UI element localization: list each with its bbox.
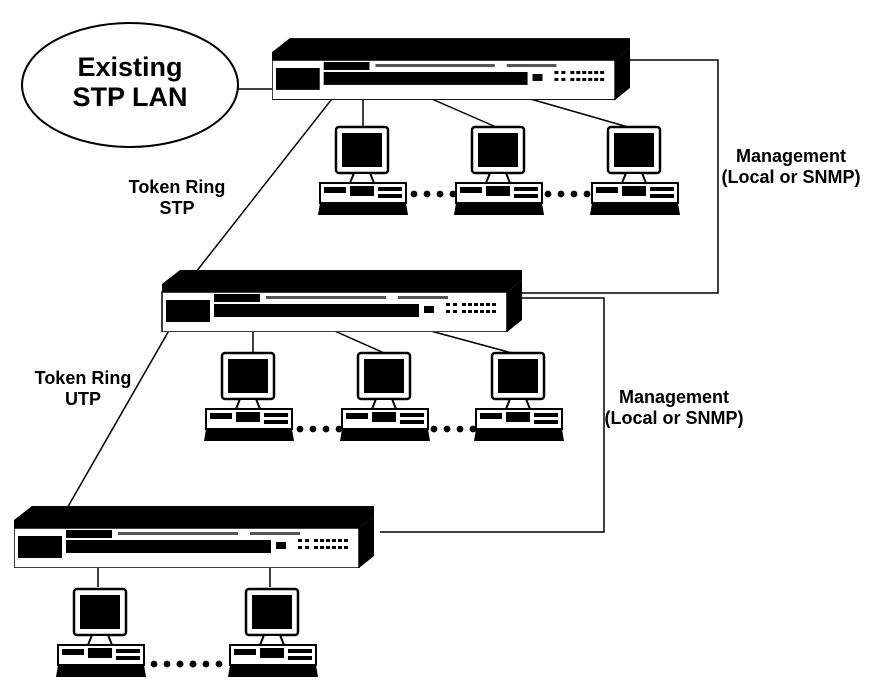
existing-stp-lan-label: Existing STP LAN bbox=[62, 52, 198, 112]
workstation-bot-2 bbox=[228, 587, 318, 679]
ellipsis-mid-2 bbox=[430, 425, 477, 433]
management-top-line1: Management bbox=[735, 146, 847, 166]
management-top-label: Management (Local or SNMP) bbox=[700, 146, 882, 188]
ellipsis-mid-1 bbox=[296, 425, 343, 433]
drop-top-3 bbox=[519, 95, 629, 128]
workstation-mid-3 bbox=[474, 351, 564, 443]
token-ring-stp-line2: STP bbox=[159, 198, 195, 219]
token-ring-utp-trunk bbox=[49, 319, 176, 539]
cloud-line1: Existing bbox=[77, 52, 183, 82]
cloud-line2: STP LAN bbox=[72, 82, 188, 113]
drop-top-2 bbox=[424, 95, 497, 128]
management-top-line2: (Local or SNMP) bbox=[721, 167, 861, 188]
hub-top bbox=[272, 38, 630, 100]
hub-bottom bbox=[14, 506, 374, 568]
workstation-mid-1 bbox=[204, 351, 294, 443]
existing-stp-lan-cloud bbox=[21, 22, 239, 148]
token-ring-utp-label: Token Ring UTP bbox=[18, 368, 148, 410]
token-ring-utp-line1: Token Ring bbox=[34, 368, 132, 388]
token-ring-stp-line1: Token Ring bbox=[128, 177, 226, 197]
management-link-top bbox=[520, 59, 719, 294]
ellipsis-bot bbox=[150, 660, 223, 668]
workstation-bot-1 bbox=[56, 587, 146, 679]
hub-middle bbox=[161, 270, 523, 332]
workstation-top-2 bbox=[454, 125, 544, 217]
workstation-top-1 bbox=[318, 125, 408, 217]
workstation-mid-2 bbox=[340, 351, 430, 443]
management-link-middle bbox=[380, 297, 605, 533]
ellipsis-top-2 bbox=[544, 190, 591, 198]
token-ring-utp-line2: UTP bbox=[65, 389, 101, 410]
ellipsis-top-1 bbox=[410, 190, 457, 198]
management-mid-line2: (Local or SNMP) bbox=[604, 408, 744, 429]
workstation-top-3 bbox=[590, 125, 680, 217]
management-mid-line1: Management bbox=[618, 387, 730, 407]
management-mid-label: Management (Local or SNMP) bbox=[574, 387, 774, 429]
token-ring-stp-label: Token Ring STP bbox=[112, 177, 242, 219]
